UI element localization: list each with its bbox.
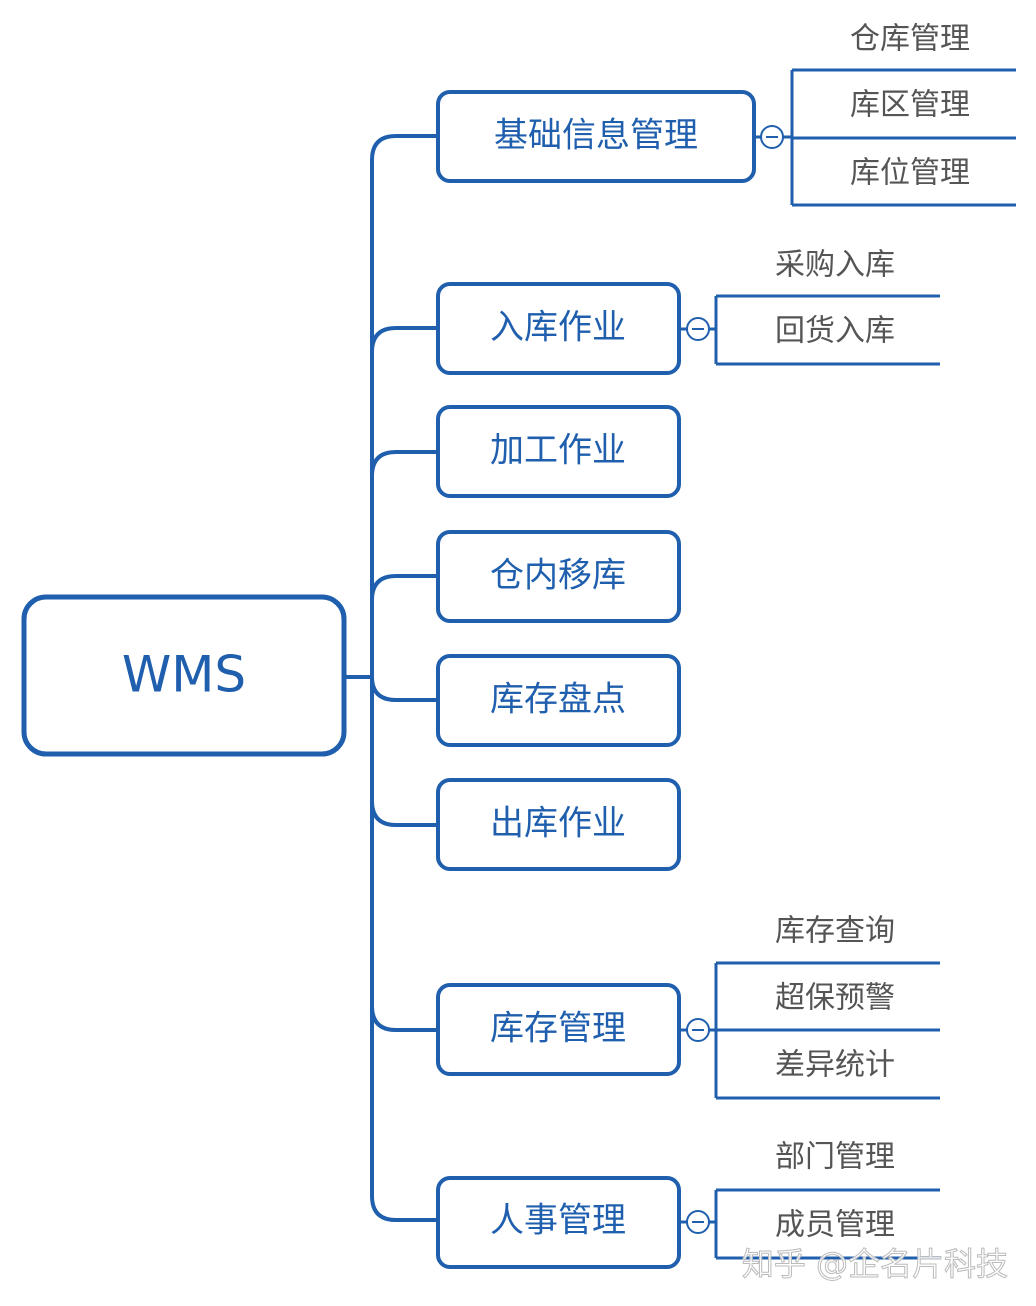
branch-box <box>436 405 681 498</box>
branch-label: 库存盘点 <box>490 680 626 720</box>
branch-box <box>436 530 681 623</box>
leaf-label[interactable]: 差异统计 <box>775 1048 895 1083</box>
leaf-label[interactable]: 回货入库 <box>775 314 895 349</box>
leaf-label[interactable]: 采购入库 <box>775 248 895 283</box>
leaf-label[interactable]: 库区管理 <box>850 88 970 123</box>
trunk-connector <box>344 134 438 1222</box>
children-group-basic-info: 仓库管理 库区管理 库位管理 <box>754 22 1016 207</box>
branch-link-1 <box>370 326 438 353</box>
leaf-label[interactable]: 库存查询 <box>775 914 895 949</box>
branch-link-5 <box>370 800 438 827</box>
branch-node-transfer[interactable]: 仓内移库 <box>436 530 681 623</box>
root-node-label: WMS <box>122 646 246 704</box>
branch-label: 库存管理 <box>490 1009 626 1049</box>
leaf-label[interactable]: 库位管理 <box>850 156 970 191</box>
branch-link-2 <box>370 450 438 477</box>
children-group-inbound: 采购入库 回货入库 <box>679 248 940 366</box>
watermark-text: 知乎 @企名片科技 <box>742 1245 1008 1283</box>
branch-label: 出库作业 <box>490 804 626 844</box>
branch-label: 仓内移库 <box>490 556 626 596</box>
leaf-label[interactable]: 部门管理 <box>775 1140 895 1175</box>
branch-node-inbound[interactable]: 入库作业 <box>436 282 681 375</box>
children-group-personnel: 部门管理 成员管理 <box>679 1140 940 1260</box>
branch-node-stocktake[interactable]: 库存盘点 <box>436 654 681 747</box>
leaf-label[interactable]: 仓库管理 <box>850 22 970 57</box>
branch-node-inventory[interactable]: 库存管理 <box>436 983 681 1076</box>
branch-label: 入库作业 <box>490 308 626 348</box>
branch-label: 基础信息管理 <box>494 116 698 156</box>
leaf-label[interactable]: 超保预警 <box>775 981 895 1016</box>
leaf-label[interactable]: 成员管理 <box>775 1208 895 1243</box>
branch-node-processing[interactable]: 加工作业 <box>436 405 681 498</box>
branch-box <box>436 654 681 747</box>
branch-link-4 <box>370 676 438 702</box>
root-node[interactable]: WMS <box>21 594 347 757</box>
branch-link-6 <box>370 1005 438 1032</box>
children-group-inventory: 库存查询 超保预警 差异统计 <box>679 914 940 1100</box>
branch-node-basic-info[interactable]: 基础信息管理 <box>436 90 756 183</box>
branch-node-outbound[interactable]: 出库作业 <box>436 778 681 871</box>
branch-link-3 <box>370 574 438 601</box>
branch-label: 人事管理 <box>490 1201 626 1241</box>
branch-box <box>436 778 681 871</box>
trunk-line <box>370 134 438 1222</box>
branch-label: 加工作业 <box>490 431 626 471</box>
branch-node-personnel[interactable]: 人事管理 <box>436 1176 681 1269</box>
